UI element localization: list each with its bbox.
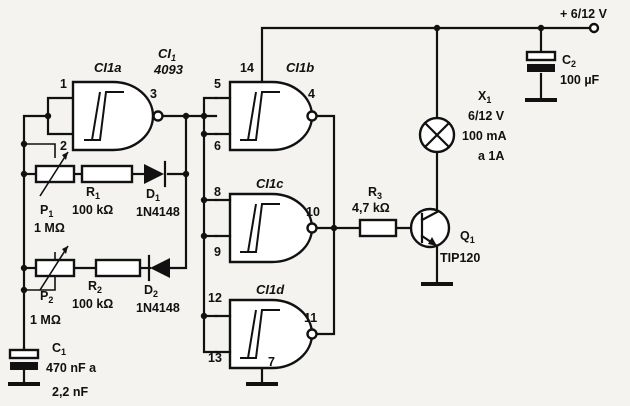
gate-b-label: CI1b xyxy=(286,60,314,75)
q1-part: TIP120 xyxy=(440,251,480,265)
c1-ref: C1 xyxy=(52,341,66,357)
c1-line1: 470 nF a xyxy=(46,361,97,375)
ic-ref-label: CI1 xyxy=(158,46,176,63)
capacitor-c1 xyxy=(8,348,40,370)
p2-ref: P2 xyxy=(40,289,53,305)
r1-ref: R1 xyxy=(86,185,100,201)
x1-line3: a 1A xyxy=(478,149,504,163)
c1-line2: 2,2 nF xyxy=(52,385,88,399)
gate-ci1b xyxy=(214,80,318,152)
c2-ref: C2 xyxy=(562,53,576,69)
ground-symbol-gate-d xyxy=(246,382,278,386)
capacitor-c2 xyxy=(525,50,557,72)
pin-6: 6 xyxy=(214,139,221,153)
pin-12: 12 xyxy=(208,291,222,305)
gate-ci1c xyxy=(214,192,318,264)
d1-ref: D1 xyxy=(146,187,160,203)
r3-value: 4,7 kΩ xyxy=(352,201,390,215)
pin-14: 14 xyxy=(240,61,254,75)
diode-d1 xyxy=(144,160,167,188)
p1-value: 1 MΩ xyxy=(34,221,65,235)
r2-ref: R2 xyxy=(88,279,102,295)
trimmer-p2 xyxy=(34,245,76,291)
pin-2: 2 xyxy=(60,139,67,153)
supply-label: + 6/12 V xyxy=(560,7,608,21)
resistor-r3 xyxy=(358,218,398,238)
c2-value: 100 µF xyxy=(560,73,600,87)
junction-dots xyxy=(20,24,545,320)
pin-11: 11 xyxy=(304,311,317,325)
resistor-r1 xyxy=(80,164,134,184)
p1-ref: P1 xyxy=(40,203,53,219)
resistor-r2 xyxy=(94,258,142,278)
transistor-q1 xyxy=(409,207,451,249)
ground-symbol-c2 xyxy=(525,98,557,102)
q1-ref: Q1 xyxy=(460,229,475,245)
p2-value: 1 MΩ xyxy=(30,313,61,327)
pin-13: 13 xyxy=(208,351,222,365)
pin-8: 8 xyxy=(214,185,221,199)
ground-symbol-c1 xyxy=(8,382,40,386)
diode-d2 xyxy=(147,254,170,282)
ground-symbol-q1 xyxy=(421,282,453,286)
r1-value: 100 kΩ xyxy=(72,203,113,217)
d2-ref: D2 xyxy=(144,283,158,299)
d2-part: 1N4148 xyxy=(136,301,180,315)
pin-5: 5 xyxy=(214,77,221,91)
lamp-x1 xyxy=(418,116,456,154)
gate-d-label: CI1d xyxy=(256,282,285,297)
pin-3: 3 xyxy=(150,87,157,101)
pin-4: 4 xyxy=(308,87,315,101)
r2-value: 100 kΩ xyxy=(72,297,113,311)
pin-10: 10 xyxy=(306,205,320,219)
pin-1: 1 xyxy=(60,77,67,91)
supply-terminal xyxy=(588,22,600,34)
gate-a-label: CI1a xyxy=(94,60,121,75)
gate-c-label: CI1c xyxy=(256,176,284,191)
pin-7: 7 xyxy=(268,355,275,369)
x1-line1: 6/12 V xyxy=(468,109,505,123)
pin-9: 9 xyxy=(214,245,221,259)
gate-ci1d xyxy=(214,298,318,370)
d1-part: 1N4148 xyxy=(136,205,180,219)
gate-ci1a xyxy=(71,80,164,152)
r3-ref: R3 xyxy=(368,185,382,201)
trimmer-p1 xyxy=(34,151,76,197)
x1-ref: X1 xyxy=(478,89,491,105)
ic-part-label: 4093 xyxy=(153,62,184,77)
x1-line2: 100 mA xyxy=(462,129,506,143)
